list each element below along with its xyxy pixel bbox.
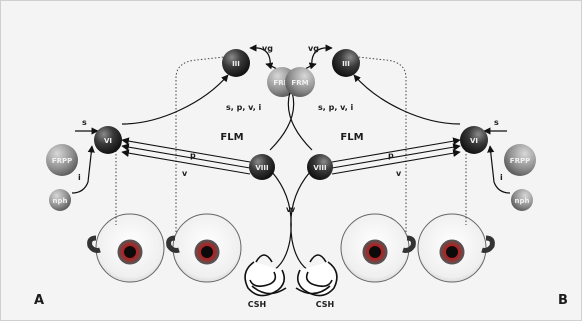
label-spvi: s, p, v, i [226, 103, 262, 112]
label-vi: VI [470, 137, 478, 145]
label-csh: CSH [316, 300, 334, 309]
label-s: s [494, 118, 499, 127]
label-viii: VIII [313, 164, 326, 172]
label-viii: VIII [255, 164, 268, 172]
panel-a-letter: A [34, 293, 44, 308]
label-vg: vg [262, 44, 273, 53]
label-csh: CSH [248, 300, 266, 309]
panel-b-letter: B [558, 293, 568, 308]
label-v-right: v [286, 205, 292, 214]
label-i: i [78, 173, 81, 182]
label-iii: III [342, 60, 350, 68]
label-p: p [388, 151, 394, 160]
label-frpp: FRPP [510, 157, 530, 165]
panel-a: A III VI VIII FRM FRPP nph FLM CSH vg s … [34, 44, 297, 309]
label-spvi: s, p, v, i [318, 103, 354, 112]
label-v-right: v [290, 205, 296, 214]
label-nph: nph [515, 197, 530, 205]
label-flm: FLM [340, 132, 363, 143]
label-frpp: FRPP [52, 157, 72, 165]
label-frm: FRM [291, 79, 308, 87]
label-vg: vg [308, 44, 319, 53]
label-iii: III [232, 60, 240, 68]
label-p: p [190, 151, 196, 160]
label-s: s [82, 118, 87, 127]
label-i: i [500, 173, 503, 182]
label-vi: VI [104, 137, 112, 145]
label-flm: FLM [220, 132, 243, 143]
label-v-left: v [396, 169, 402, 178]
label-nph: nph [53, 197, 68, 205]
panel-b: B III VI VIII FRM FRPP nph FLM CSH vg s … [285, 44, 568, 309]
label-v-left: v [182, 169, 188, 178]
label-frm: FRM [273, 79, 290, 87]
